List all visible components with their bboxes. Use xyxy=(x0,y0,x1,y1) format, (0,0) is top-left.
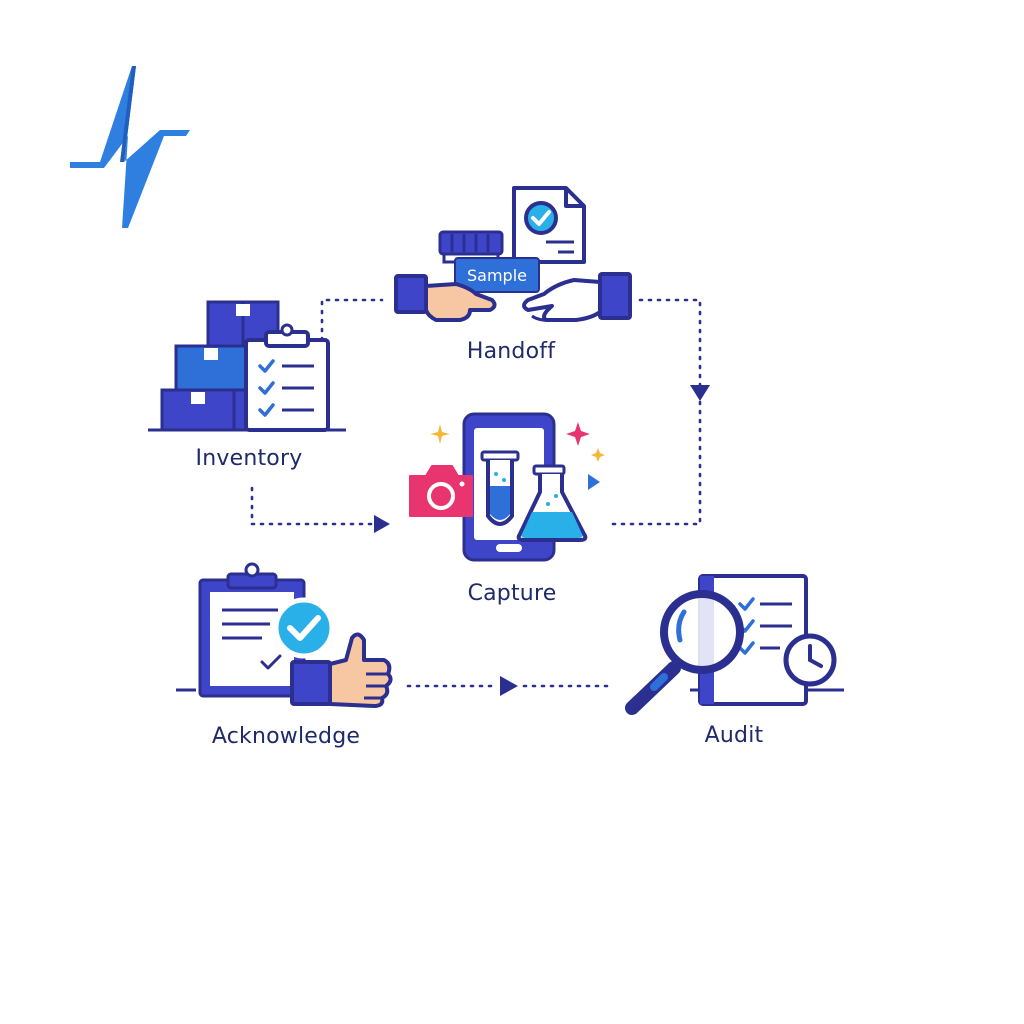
arrow-right-icon xyxy=(374,515,390,533)
inventory-label: Inventory xyxy=(195,446,303,471)
connector-right-capture xyxy=(610,400,702,526)
thumbs-up-icon xyxy=(290,632,393,708)
checklist-clipboard-icon xyxy=(244,323,330,432)
audit-label: Audit xyxy=(704,723,764,748)
sample-tag: Sample xyxy=(454,257,540,293)
sparkle-icon xyxy=(430,422,605,490)
inventory-node xyxy=(148,300,346,432)
connector-inventory-capture xyxy=(250,486,374,526)
arrowheads xyxy=(374,385,710,696)
connector-handoff-right xyxy=(638,298,702,387)
handoff-label: Handoff xyxy=(466,339,556,364)
capture-node xyxy=(409,412,605,562)
camera-icon xyxy=(409,465,473,517)
handoff-node: Sample xyxy=(394,186,632,322)
sample-tag-label: Sample xyxy=(467,266,527,285)
connector-inventory-handoff xyxy=(320,298,384,342)
left-hand-icon xyxy=(394,274,497,322)
test-tube-icon xyxy=(480,450,520,526)
check-badge-icon xyxy=(273,597,335,659)
clock-icon xyxy=(783,633,837,687)
clipboard-icon xyxy=(198,562,306,698)
document-check-icon xyxy=(512,186,586,264)
flask-icon xyxy=(516,464,588,542)
arrow-down-icon xyxy=(690,385,710,401)
acknowledge-label: Acknowledge xyxy=(211,724,361,749)
right-hand-icon xyxy=(522,272,632,322)
audit-node xyxy=(625,574,844,715)
connectors xyxy=(250,298,702,688)
arrow-right-icon xyxy=(500,676,518,696)
magnifier-icon xyxy=(625,590,744,715)
logo-icon xyxy=(70,66,190,228)
acknowledge-node xyxy=(176,562,393,708)
container-lid-icon xyxy=(438,230,504,264)
capture-label: Capture xyxy=(467,581,557,606)
